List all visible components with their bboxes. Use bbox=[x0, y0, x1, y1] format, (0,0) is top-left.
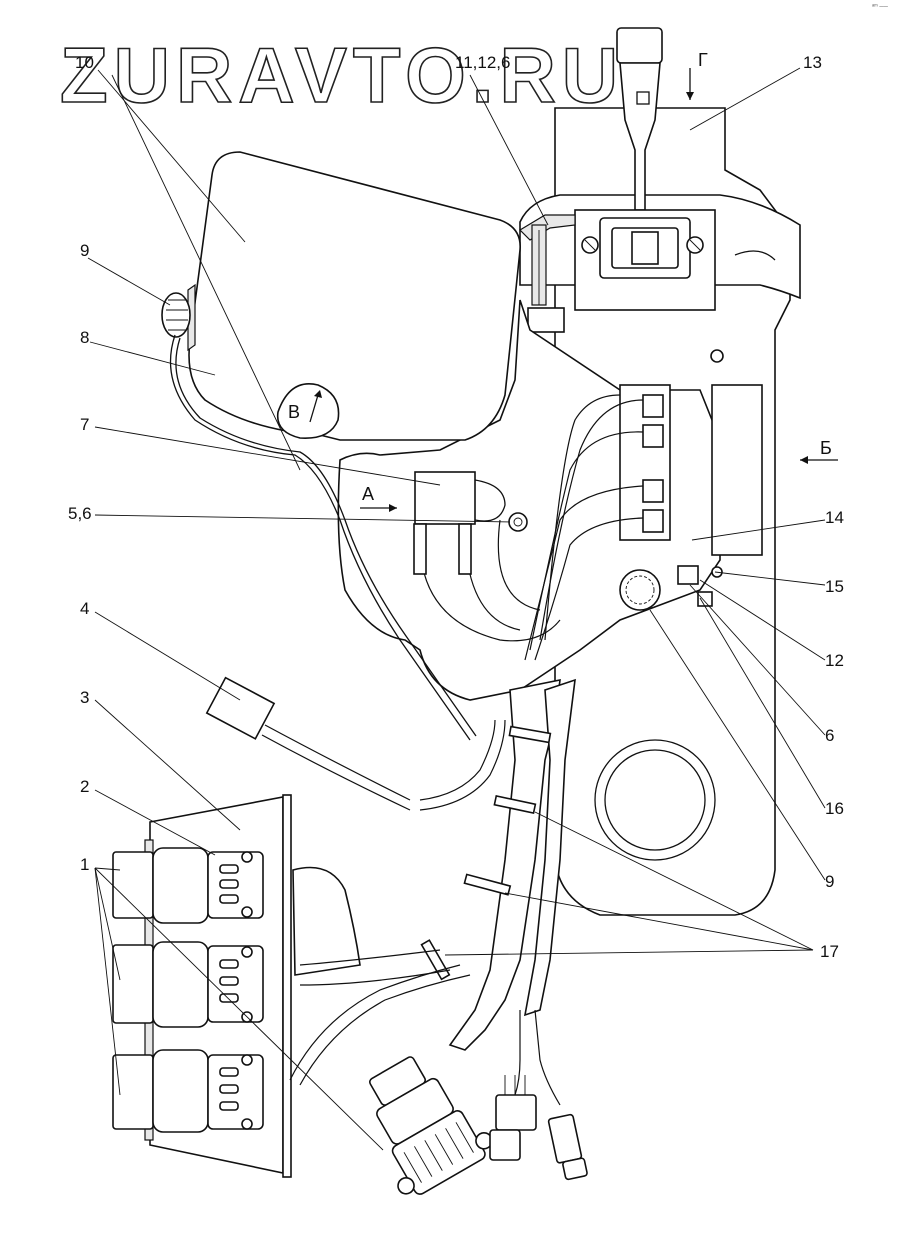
callout-16: 16 bbox=[825, 799, 844, 818]
gasket-8 bbox=[169, 334, 471, 741]
callout-9-bottom: 9 bbox=[825, 872, 834, 891]
handle-slot bbox=[636, 91, 650, 105]
small-plug-b bbox=[547, 1113, 588, 1181]
cover-section bbox=[187, 283, 196, 352]
lever-bore-outer bbox=[594, 739, 716, 861]
view-b-bubble bbox=[276, 383, 340, 439]
connector-4 bbox=[205, 676, 276, 740]
callout-1: 1 bbox=[80, 855, 89, 874]
callout-8: 8 bbox=[80, 328, 89, 347]
callout-13: 13 bbox=[803, 53, 822, 72]
view-arrow-a bbox=[360, 504, 397, 512]
watermark-text: ZURAVTO.RU bbox=[60, 31, 624, 119]
callout-3: 3 bbox=[80, 688, 89, 707]
grommet-9-left bbox=[161, 292, 191, 338]
callout-10: 10 bbox=[75, 53, 94, 72]
ground-terminal bbox=[508, 512, 528, 532]
panel-flange bbox=[282, 794, 292, 1178]
corner-mark: ᵃᵐ ── bbox=[872, 4, 889, 10]
small-plug-a bbox=[489, 1075, 537, 1161]
cover-edge bbox=[734, 250, 776, 261]
callout-6: 6 bbox=[825, 726, 834, 745]
callout-15: 15 bbox=[825, 577, 844, 596]
callout-5-6: 5,6 bbox=[68, 504, 92, 523]
view-letter-v: В bbox=[288, 402, 300, 422]
cover-plate-10 bbox=[188, 151, 521, 441]
view-letter-g: Г bbox=[698, 50, 708, 70]
callout-2: 2 bbox=[80, 777, 89, 796]
callout-9-top: 9 bbox=[80, 241, 89, 260]
side-plate bbox=[711, 384, 763, 556]
wire-cutaway bbox=[292, 866, 361, 976]
connector-upper bbox=[112, 847, 264, 924]
handle-knob bbox=[616, 27, 663, 64]
round-connector bbox=[369, 1056, 493, 1195]
lever-bore-inner bbox=[604, 749, 706, 851]
switch-toggle bbox=[631, 231, 659, 265]
callout-4: 4 bbox=[80, 599, 89, 618]
view-arrow-v bbox=[309, 390, 322, 423]
main-harness bbox=[448, 678, 576, 1051]
connector-middle bbox=[112, 941, 264, 1028]
relay-bracket bbox=[474, 479, 506, 522]
connector-pins bbox=[642, 394, 664, 533]
view-letter-b: Б bbox=[820, 438, 832, 458]
relay-7 bbox=[414, 471, 476, 525]
callout-12: 12 bbox=[825, 651, 844, 670]
housing-screw bbox=[710, 349, 724, 363]
view-letter-a: А bbox=[362, 484, 374, 504]
relay-leg-right bbox=[458, 523, 472, 575]
connector-lower bbox=[112, 1049, 264, 1133]
relay-leg-left bbox=[413, 523, 427, 575]
view-arrow-g bbox=[686, 68, 694, 100]
callout-17: 17 bbox=[820, 942, 839, 961]
callout-11-12-6: 11,12,6 bbox=[455, 53, 510, 72]
leader-lines bbox=[87, 67, 826, 1151]
view-arrow-b bbox=[800, 456, 838, 464]
wire-4 bbox=[264, 724, 411, 801]
internal-wires bbox=[419, 394, 644, 661]
callout-14: 14 bbox=[825, 508, 844, 527]
fastener-nut bbox=[677, 565, 699, 585]
callout-7: 7 bbox=[80, 415, 89, 434]
bolt-nut bbox=[527, 307, 565, 333]
